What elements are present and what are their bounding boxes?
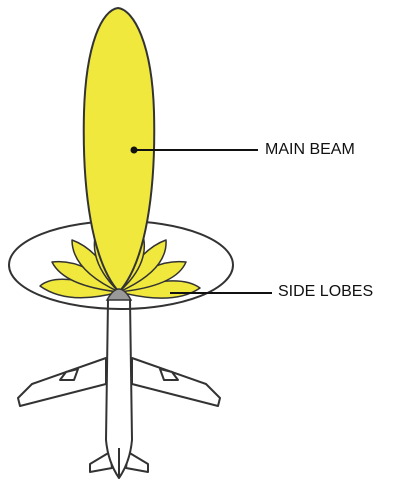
- side-lobes-label: SIDE LOBES: [278, 283, 373, 301]
- left-wing: [18, 358, 106, 406]
- aircraft-icon: [18, 290, 220, 478]
- main-beam-label: MAIN BEAM: [265, 141, 355, 159]
- right-wing: [132, 358, 220, 406]
